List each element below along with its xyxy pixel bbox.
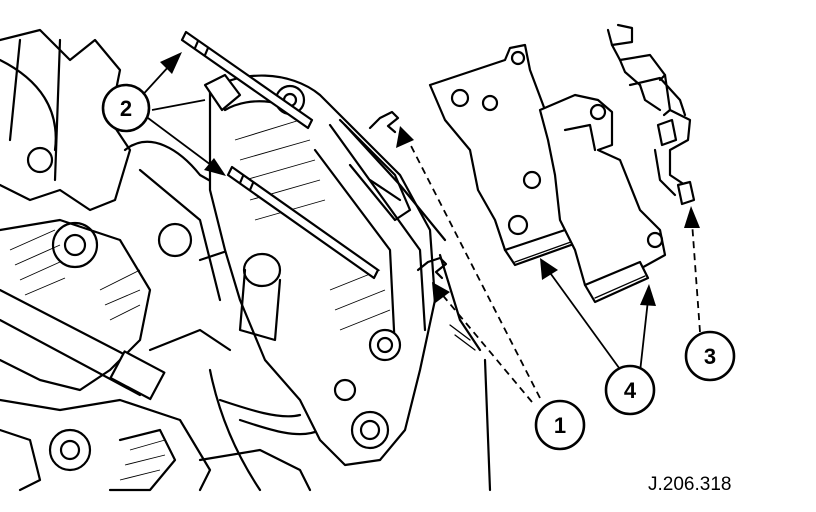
caliper-guide-pin-upper bbox=[180, 30, 314, 130]
callout-label: 4 bbox=[624, 378, 637, 403]
caliper-carrier bbox=[343, 123, 492, 492]
caliper-guide-pin-lower bbox=[226, 165, 380, 280]
callout-label: 3 bbox=[704, 344, 716, 369]
brake-pad-inner bbox=[538, 93, 667, 304]
callout-3: 3 bbox=[684, 330, 736, 382]
callout-2: 2 bbox=[101, 83, 151, 133]
reference-code: J.206.318 bbox=[648, 474, 731, 495]
anti-rattle-clip-upper bbox=[368, 110, 400, 134]
hub-assembly bbox=[0, 28, 322, 492]
callout-leaders bbox=[137, 52, 701, 403]
anti-rattle-clip-lower bbox=[416, 256, 448, 280]
brake-pad-outer bbox=[428, 43, 592, 267]
callout-1: 1 bbox=[534, 399, 586, 451]
callout-label: 2 bbox=[120, 96, 132, 121]
callout-label: 1 bbox=[554, 413, 566, 438]
pad-wear-sensor bbox=[606, 23, 696, 206]
callout-4: 4 bbox=[604, 364, 656, 416]
